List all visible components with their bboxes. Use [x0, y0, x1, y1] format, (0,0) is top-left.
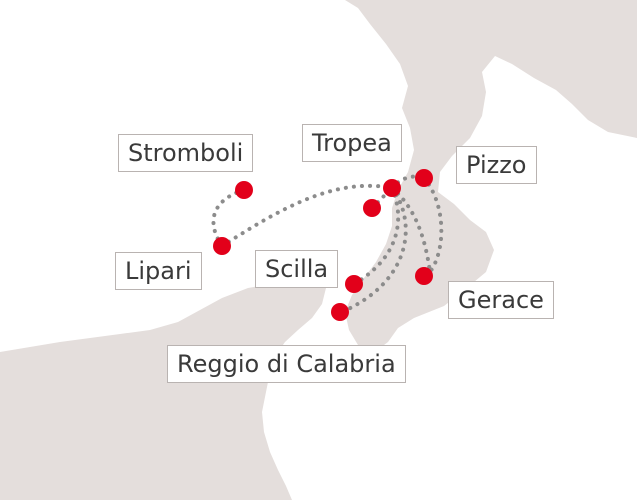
route-pizzo-gerace [422, 176, 444, 274]
label-pizzo: Pizzo [456, 146, 537, 184]
marker-gerace[interactable] [415, 267, 433, 285]
label-tropea: Tropea [302, 124, 402, 162]
marker-stromboli[interactable] [235, 181, 253, 199]
marker-reggio[interactable] [331, 303, 349, 321]
landmass-sicily [0, 280, 326, 500]
route-lipari-tropea [220, 183, 394, 248]
marker-lipari[interactable] [213, 237, 231, 255]
marker-tropea[interactable] [383, 179, 401, 197]
label-scilla: Scilla [255, 250, 339, 288]
label-reggio: Reggio di Calabria [167, 345, 406, 383]
route-tropea-gerace [390, 186, 432, 274]
landmass-calabria [345, 0, 637, 354]
route-tropea-scilla [352, 186, 401, 286]
label-stromboli: Stromboli [118, 134, 254, 172]
label-gerace: Gerace [448, 281, 554, 319]
marker-pizzo[interactable] [415, 169, 433, 187]
marker-scilla[interactable] [345, 275, 363, 293]
marker-tropea-coast[interactable] [363, 199, 381, 217]
label-lipari: Lipari [115, 252, 202, 290]
route-tropea-reggio [340, 186, 408, 314]
markers [213, 169, 433, 321]
